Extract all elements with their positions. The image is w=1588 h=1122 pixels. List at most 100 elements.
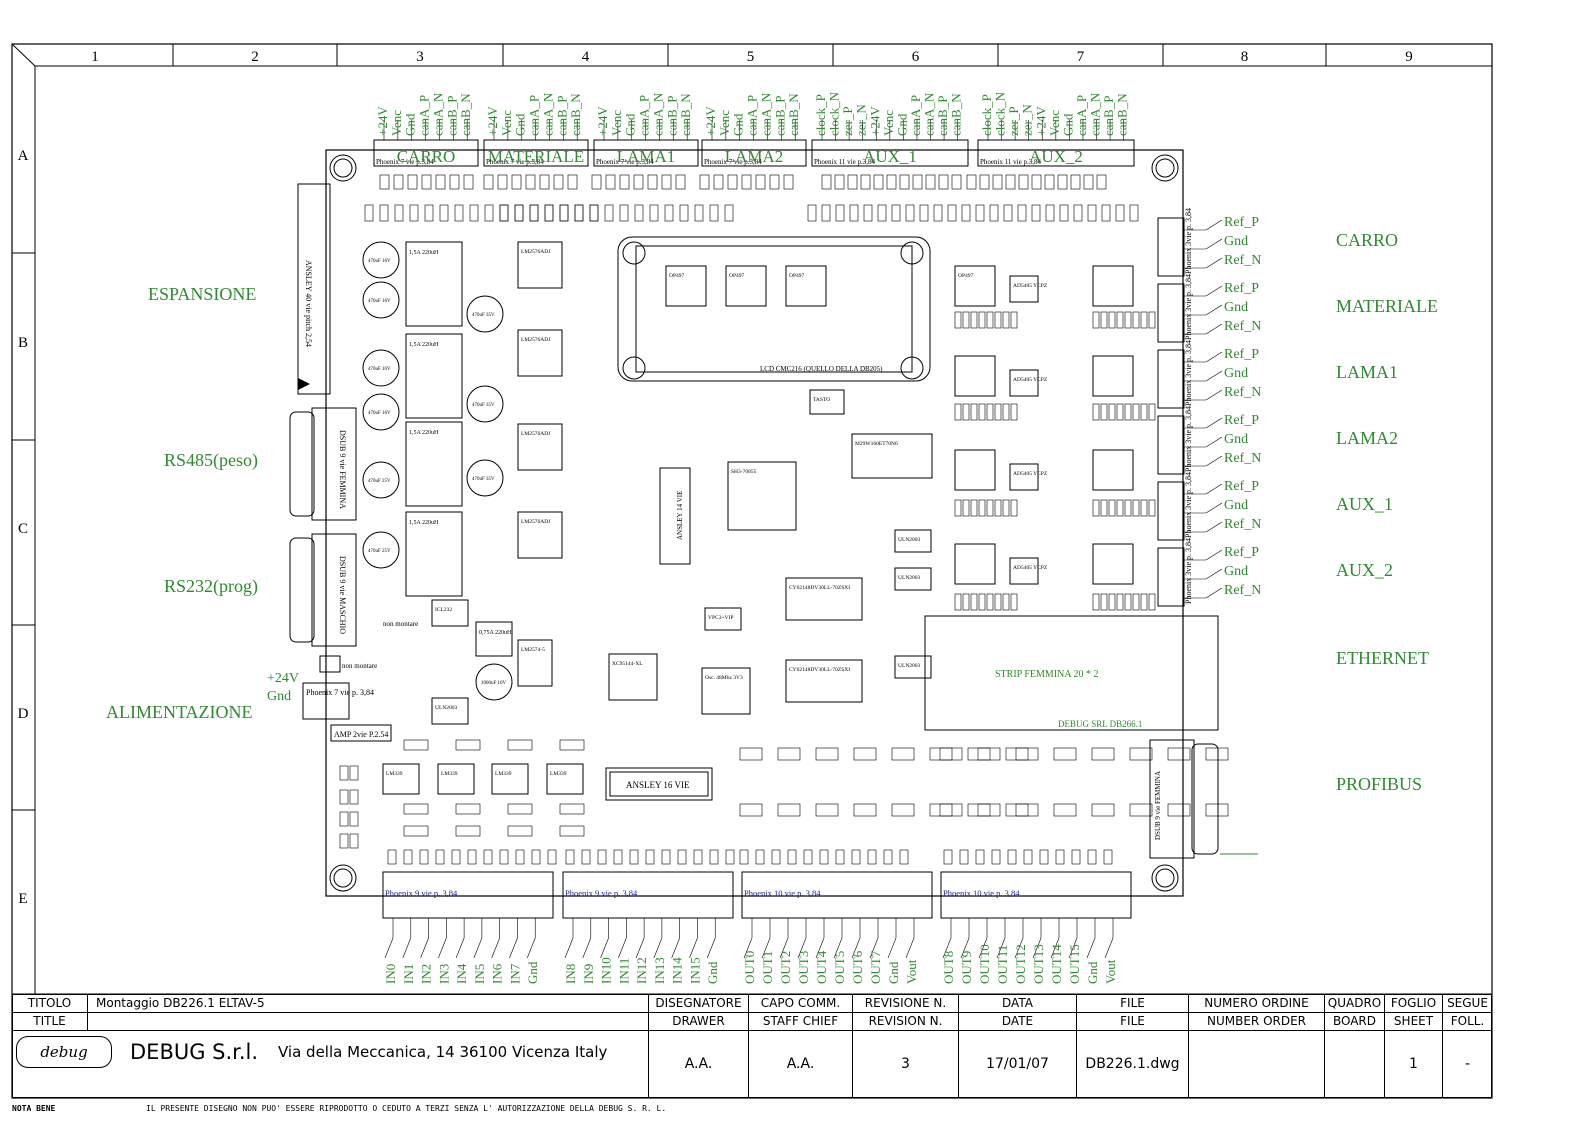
ic-3: LM2576ADJ — [521, 519, 551, 525]
bottom-pin-3-5: OUT13 — [1031, 944, 1046, 984]
left-label-0: ESPANSIONE — [148, 284, 256, 304]
top-pin-1-2: Gnd — [513, 113, 528, 136]
cap-5: 470uF 25V — [368, 549, 391, 554]
ref-pin-0-2: Ref_N — [1224, 253, 1261, 268]
top-connector-part-1: Phoenix 7 vie p.3,84 — [486, 158, 544, 166]
top-connector-0 — [373, 139, 479, 167]
bottom-pin-3-3: OUT11 — [995, 945, 1010, 984]
company-logo: debug — [16, 1036, 112, 1068]
bottom-pin-2-9: Vout — [904, 959, 919, 984]
field-value-5 — [1188, 1030, 1324, 1098]
amp-conn-label: AMP 2vie P.2.54 — [334, 730, 388, 739]
field-value-1: A.A. — [748, 1030, 852, 1098]
top-pin-3-0: +24V — [703, 106, 718, 136]
top-connector-3 — [701, 139, 807, 167]
top-pin-2-1: Venc — [609, 110, 624, 136]
field-it-1: CAPO COMM. — [748, 994, 852, 1012]
cap-7: 470uF 35V — [472, 403, 495, 408]
bottom-pin-2-4: OUT4 — [814, 950, 829, 984]
bottom-pin-3-7: OUT15 — [1067, 944, 1082, 984]
bottom-pin-1-8: Gnd — [705, 961, 720, 984]
ic-2: LM2576ADJ — [521, 431, 551, 437]
ref-connector-part-2: Phoenix 3vie p. 3,84 — [1184, 340, 1193, 406]
right-label-aux_1: AUX_1 — [1336, 494, 1393, 514]
grid-row-B: B — [18, 335, 28, 351]
ref-pin-4-0: Ref_P — [1224, 479, 1259, 494]
ansley16-label: ANSLEY 16 VIE — [626, 780, 690, 790]
top-pin-4-4: +24V — [867, 106, 882, 136]
bottom-pin-3-4: OUT12 — [1013, 944, 1028, 984]
ic-7: ULN2003 — [898, 537, 921, 543]
field-value-6 — [1324, 1030, 1384, 1098]
field-it-5: NUMERO ORDINE — [1188, 994, 1324, 1012]
field-it-0: DISEGNATORE — [648, 994, 748, 1012]
bottom-pin-1-4: IN12 — [634, 957, 649, 984]
company-name: DEBUG S.r.l. — [130, 1040, 259, 1064]
bottom-connector-2 — [741, 871, 933, 919]
ref-pin-0-1: Gnd — [1224, 234, 1248, 249]
ref-pin-1-2: Ref_N — [1224, 319, 1261, 334]
top-pin-1-0: +24V — [485, 106, 500, 136]
bottom-pin-2-1: OUT1 — [760, 951, 775, 984]
grid-col-4: 4 — [582, 49, 590, 65]
ref-connector-2 — [1157, 349, 1185, 409]
bottom-pin-3-1: OUT9 — [959, 951, 974, 984]
nota-bene-label: NOTA BENE — [12, 1104, 56, 1113]
ic-10: LM339 — [386, 771, 403, 777]
ref-pin-3-2: Ref_N — [1224, 451, 1261, 466]
inductor-3: 1,5A 220uH — [409, 520, 439, 526]
right-label-aux_2: AUX_2 — [1336, 560, 1393, 580]
top-pin-5-9: canB_P — [1101, 96, 1116, 136]
top-pin-5-1: clock_N — [993, 91, 1008, 136]
ref-pin-3-1: Gnd — [1224, 432, 1248, 447]
ref-pin-2-0: Ref_P — [1224, 347, 1259, 362]
field-it-2: REVISIONE N. — [852, 994, 958, 1012]
board-name: DEBUG SRL DB266.1 — [1058, 719, 1142, 729]
top-pin-3-5: canB_P — [772, 96, 787, 136]
connectors: Phoenix 7 vie p.3,84CARRO+24VVencGndcanA… — [373, 91, 1135, 984]
bottom-pin-3-6: OUT14 — [1049, 944, 1064, 984]
top-pin-0-6: canB_N — [458, 93, 473, 136]
right-label-lama2: LAMA2 — [1336, 428, 1398, 448]
top-pin-1-1: Venc — [499, 110, 514, 136]
cap-3: 470uF 16V — [368, 411, 391, 416]
bottom-pin-3-0: OUT8 — [941, 951, 956, 984]
top-connector-part-4: Phoenix 11 vie p.3,84 — [814, 158, 875, 166]
bottom-connector-0 — [382, 871, 554, 919]
bottom-pin-1-1: IN9 — [581, 964, 596, 984]
bottom-connector-part-2: Phoenix 10 vie p. 3,84 — [744, 888, 821, 898]
top-pin-3-4: canA_N — [758, 92, 773, 136]
field-value-0: A.A. — [648, 1030, 748, 1098]
top-connector-name-0: CARRO — [397, 147, 456, 166]
ic-28: OP497 — [789, 273, 805, 279]
bottom-pin-2-7: OUT7 — [868, 950, 883, 984]
top-pin-4-6: Gnd — [894, 113, 909, 136]
field-en-4: FILE — [1076, 1012, 1188, 1030]
top-pin-5-0: clock_P — [979, 94, 994, 136]
dsub-rs485-label: DSUB 9 vie FEMMINA — [338, 430, 347, 509]
titolo-label: TITOLO — [12, 994, 88, 1012]
grid-col-2: 2 — [251, 49, 259, 65]
inductor-0: 1,5A 220uH — [409, 250, 439, 256]
ref-pin-4-2: Ref_N — [1224, 517, 1261, 532]
top-pin-5-4: +24V — [1033, 106, 1048, 136]
bottom-pin-0-2: IN2 — [419, 964, 434, 984]
right-label-carro: CARRO — [1336, 230, 1398, 250]
right-label-materiale: MATERIALE — [1336, 296, 1438, 316]
top-pin-4-1: clock_N — [827, 91, 842, 136]
bottom-pin-0-0: IN0 — [383, 964, 398, 984]
ic-18: CY62148DV30LL-70ZSXI — [789, 667, 850, 673]
field-it-8: SEGUE — [1442, 994, 1492, 1012]
bottom-pin-1-3: IN11 — [616, 958, 631, 984]
top-pin-0-0: +24V — [375, 106, 390, 136]
bottom-pin-3-2: OUT10 — [977, 944, 992, 984]
right-label-profibus: PROFIBUS — [1336, 774, 1422, 794]
bottom-pin-2-0: OUT0 — [742, 951, 757, 984]
field-en-2: REVISION N. — [852, 1012, 958, 1030]
bottom-connector-1 — [562, 871, 734, 919]
bottom-pin-0-6: IN6 — [490, 963, 505, 984]
